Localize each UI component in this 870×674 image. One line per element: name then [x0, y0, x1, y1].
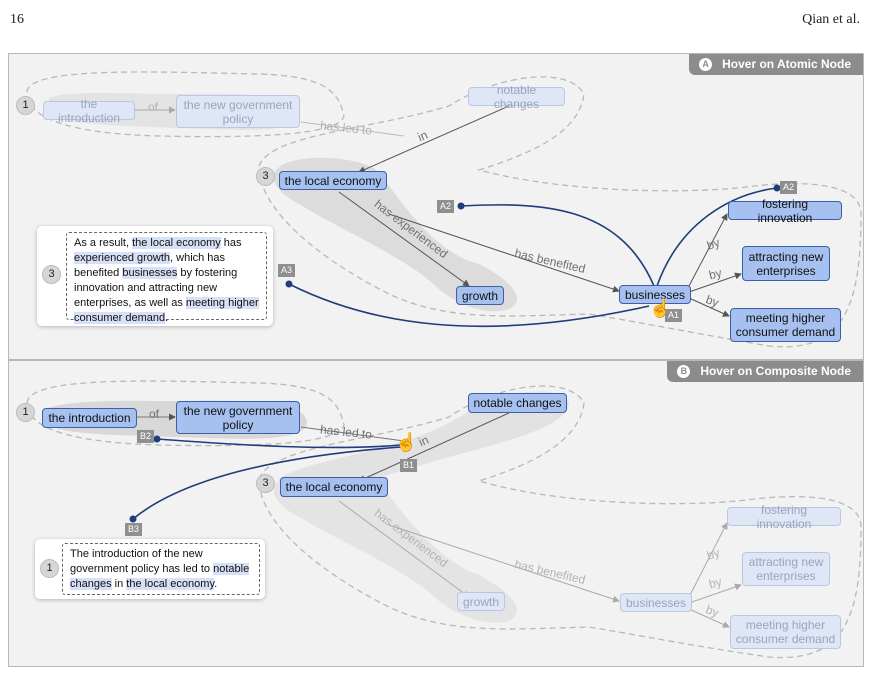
edge-experienced-b — [338, 500, 470, 598]
sentence-text-a: As a result, the local economy has exper… — [66, 232, 267, 324]
edge-benefited-b — [388, 524, 620, 603]
group-3-shade-b — [274, 469, 518, 623]
panel-a-badge-icon: A — [699, 58, 713, 71]
tag-a2-left: A2 — [437, 200, 455, 213]
node-introduction[interactable]: the introduction — [43, 97, 135, 125]
node-businesses[interactable]: businesses — [619, 285, 691, 304]
node-meeting-demand-b[interactable]: meeting higher consumer demand — [730, 615, 841, 649]
group-number-1-b: 1 — [16, 403, 35, 422]
node-local-economy-b[interactable]: the local economy — [280, 477, 388, 497]
edge-led — [300, 121, 405, 137]
edge-by2 — [688, 272, 742, 293]
node-businesses-b[interactable]: businesses — [620, 593, 692, 612]
node-growth[interactable]: growth — [456, 286, 504, 305]
edge-by1-b — [688, 522, 728, 598]
tag-b2: B2 — [137, 430, 155, 443]
edge-label-of: of — [148, 100, 159, 114]
dot-a3 — [285, 280, 293, 288]
panel-b-title: B Hover on Composite Node — [667, 361, 863, 382]
node-introduction-b[interactable]: the introduction — [42, 408, 137, 428]
dot-b2 — [153, 435, 161, 443]
node-fostering-innovation-b[interactable]: fostering innovation — [727, 503, 841, 531]
edge-label-of-b: of — [149, 407, 160, 421]
page-number: 16 — [10, 12, 24, 27]
dot-a2-right — [773, 184, 781, 192]
sentence-text-b: The introduction of the new government p… — [62, 543, 260, 595]
node-policy[interactable]: the new government policy — [176, 95, 300, 128]
panel-a-title-text: Hover on Atomic Node — [722, 57, 851, 71]
node-fostering-innovation[interactable]: fostering innovation — [728, 197, 842, 225]
edge-in — [358, 105, 510, 173]
sentence-card-b: 1 The introduction of the new government… — [35, 539, 265, 599]
edge-by3 — [688, 297, 730, 317]
panel-a-graph — [26, 71, 862, 348]
link-a2-left — [460, 204, 655, 287]
dot-a2-left — [457, 202, 465, 210]
link-b2 — [156, 438, 402, 449]
node-attracting-enterprises-b[interactable]: attracting new enterprises — [742, 552, 830, 586]
group-1-outline — [26, 71, 345, 138]
sentence-card-a: 3 As a result, the local economy has exp… — [37, 226, 273, 326]
node-growth-b[interactable]: growth — [457, 592, 505, 611]
panel-b-title-text: Hover on Composite Node — [700, 364, 851, 378]
sentence-number-a: 3 — [42, 265, 61, 284]
link-b3 — [132, 446, 402, 520]
node-local-economy[interactable]: the local economy — [279, 171, 387, 190]
link-a3 — [288, 283, 650, 328]
tag-b1: B1 — [400, 459, 418, 472]
group-number-3-b: 3 — [256, 474, 275, 493]
tag-a2-right: A2 — [780, 181, 798, 194]
tag-b3: B3 — [125, 523, 143, 536]
node-meeting-demand[interactable]: meeting higher consumer demand — [730, 308, 841, 342]
hand-cursor-icon: ☝ — [649, 298, 672, 318]
link-a2-right — [656, 187, 778, 287]
node-policy-b[interactable]: the new government policy — [176, 401, 300, 434]
node-attracting-enterprises[interactable]: attracting new enterprises — [742, 246, 830, 281]
group-3-top-shade-b — [279, 391, 569, 498]
edge-led-b — [300, 426, 405, 442]
dot-b3 — [129, 515, 137, 523]
group-1-outline-b — [26, 380, 345, 447]
edge-experienced — [338, 191, 470, 287]
node-notable-changes-b[interactable]: notable changes — [468, 393, 567, 413]
hand-cursor-icon-b: ☝ — [395, 432, 418, 452]
group-3-outline-b — [258, 385, 862, 659]
edge-by1 — [688, 213, 728, 287]
edge-by3-b — [688, 608, 730, 628]
panel-hover-composite: B Hover on Composite Node 1 3 the introdu… — [8, 360, 864, 667]
group-number-1: 1 — [16, 96, 35, 115]
tag-a3: A3 — [278, 264, 296, 277]
panel-a-title: A Hover on Atomic Node — [689, 54, 863, 75]
edge-in-b — [358, 412, 510, 482]
sentence-number-b: 1 — [40, 559, 59, 578]
edge-benefited — [388, 213, 620, 293]
panel-b-badge-icon: B — [677, 365, 691, 378]
running-author: Qian et al. — [802, 12, 860, 27]
group-number-3: 3 — [256, 167, 275, 186]
group-3-outline — [258, 76, 862, 348]
edge-by2-b — [688, 583, 742, 604]
tag-a1: A1 — [665, 309, 683, 322]
node-notable-changes[interactable]: notable changes — [468, 83, 565, 111]
group-3-shade — [274, 157, 518, 312]
panel-hover-atomic: A Hover on Atomic Node 1 3 the introducti… — [8, 53, 864, 360]
